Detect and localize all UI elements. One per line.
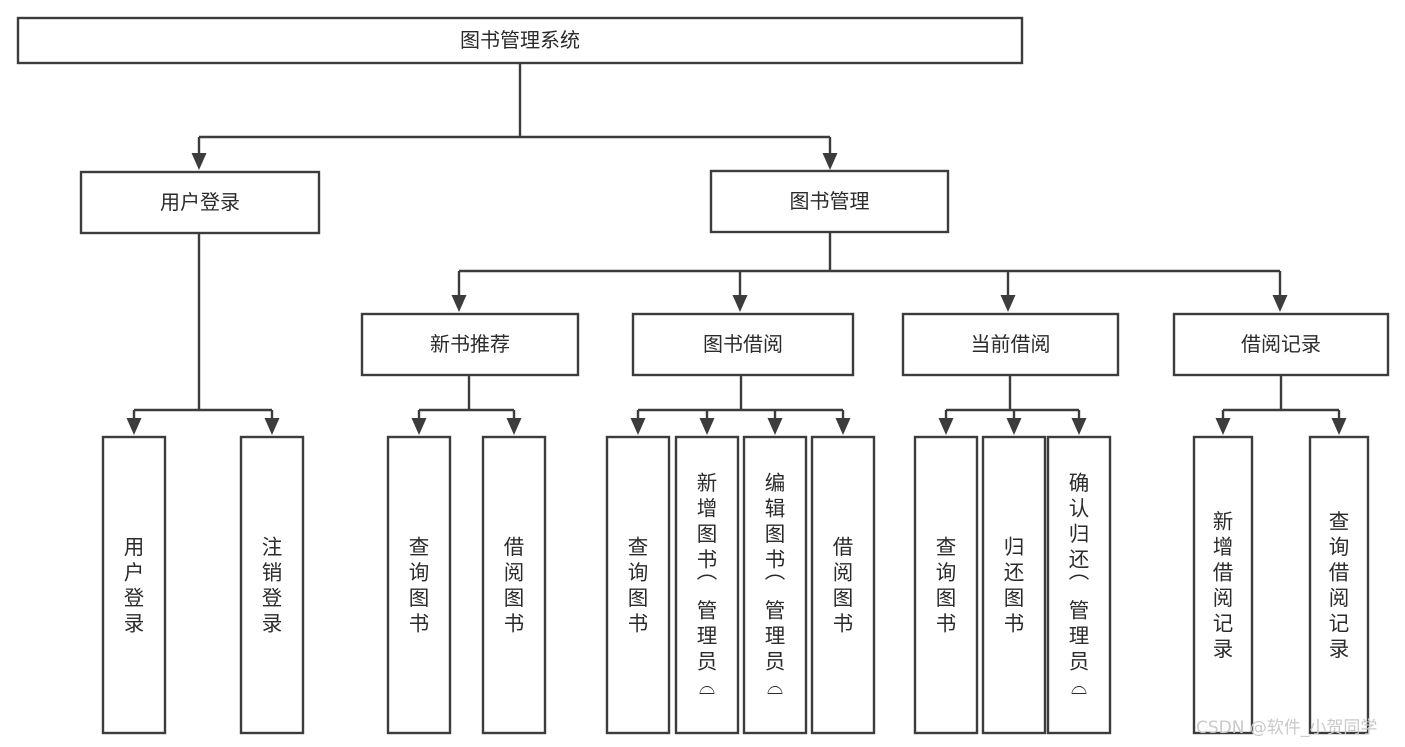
node-leaf-user-login-label: 用户登录 [124, 535, 145, 636]
node-root[interactable]: 图书管理系统 [16, 16, 1024, 65]
node-borrow-record-box[interactable] [1172, 312, 1390, 377]
node-current-borrow[interactable]: 当前借阅 [901, 312, 1120, 377]
node-leaf-confirm-return-box[interactable] [1046, 435, 1112, 735]
node-leaf-add-book[interactable]: 新增图书⌒管理员⌓ [674, 435, 740, 735]
node-root-box[interactable] [16, 16, 1024, 65]
node-current-borrow-box[interactable] [901, 312, 1120, 377]
arrow-bb-to-leaf3 [767, 410, 783, 435]
node-leaf-query-book-rec[interactable]: 查询图书 [386, 435, 452, 735]
node-leaf-borrow-book[interactable]: 借阅图书 [810, 435, 876, 735]
node-leaf-query-record[interactable]: 查询借阅记录 [1308, 435, 1370, 735]
arrow-bm-to-current-borrow [1000, 271, 1016, 312]
arrow-cb-to-leaf2 [1006, 410, 1022, 435]
node-leaf-query-record-label: 查询借阅记录 [1329, 509, 1350, 661]
node-leaf-add-record-box[interactable] [1192, 435, 1254, 735]
node-leaf-return-book-label: 归还图书 [1004, 535, 1025, 636]
node-leaf-query-book-borrow-box[interactable] [605, 435, 671, 735]
arrow-cb-to-leaf3 [1071, 410, 1087, 435]
node-leaf-logout-login[interactable]: 注销登录 [239, 435, 305, 735]
node-new-book-rec-label: 新书推荐 [430, 332, 510, 356]
connector-layer [126, 63, 1347, 435]
arrow-bm-to-new-book-rec [451, 271, 467, 312]
node-leaf-borrow-book-rec-label: 借阅图书 [504, 535, 525, 636]
arrow-cb-to-leaf1 [938, 410, 954, 435]
arrow-bm-to-book-borrow [732, 271, 748, 312]
arrow-root-to-user-login [191, 137, 207, 170]
node-book-borrow-label: 图书借阅 [703, 332, 783, 356]
node-leaf-query-record-box[interactable] [1308, 435, 1370, 735]
node-leaf-user-login[interactable]: 用户登录 [101, 435, 167, 735]
arrow-br-to-leaf2 [1331, 410, 1347, 435]
node-user-login[interactable]: 用户登录 [79, 170, 321, 235]
arrow-root-to-book-manage [822, 137, 838, 170]
node-current-borrow-label: 当前借阅 [971, 332, 1051, 356]
node-borrow-record-label: 借阅记录 [1241, 332, 1321, 356]
node-leaf-add-book-box[interactable] [674, 435, 740, 735]
node-leaf-edit-book-label: 编辑图书⌒管理员⌓ [765, 471, 786, 699]
node-leaf-query-book-borrow[interactable]: 查询图书 [605, 435, 671, 735]
node-leaf-logout-login-box[interactable] [239, 435, 305, 735]
node-book-manage-box[interactable] [709, 169, 950, 234]
node-leaf-add-book-label: 新增图书⌒管理员⌓ [697, 471, 718, 699]
node-new-book-rec[interactable]: 新书推荐 [360, 312, 580, 377]
arrow-ul-to-leaf1 [126, 410, 142, 435]
node-layer: 图书管理系统用户登录图书管理新书推荐图书借阅当前借阅借阅记录用户登录注销登录查询… [16, 16, 1390, 735]
arrow-bb-to-leaf2 [699, 410, 715, 435]
node-leaf-query-book-current-box[interactable] [913, 435, 979, 735]
node-leaf-user-login-box[interactable] [101, 435, 167, 735]
node-book-manage-label: 图书管理 [790, 189, 870, 213]
node-user-login-box[interactable] [79, 170, 321, 235]
node-leaf-query-book-rec-label: 查询图书 [409, 535, 430, 636]
node-book-manage[interactable]: 图书管理 [709, 169, 950, 234]
node-leaf-edit-book-box[interactable] [742, 435, 808, 735]
arrow-br-to-leaf1 [1215, 410, 1231, 435]
node-leaf-query-book-borrow-label: 查询图书 [628, 535, 649, 636]
node-book-borrow[interactable]: 图书借阅 [631, 312, 855, 377]
node-leaf-borrow-book-rec[interactable]: 借阅图书 [481, 435, 547, 735]
node-leaf-return-book[interactable]: 归还图书 [981, 435, 1047, 735]
arrow-ul-to-leaf2 [264, 410, 280, 435]
arrow-bb-to-leaf1 [630, 410, 646, 435]
node-borrow-record[interactable]: 借阅记录 [1172, 312, 1390, 377]
node-leaf-query-book-current-label: 查询图书 [936, 535, 957, 636]
csdn-watermark: CSDN @软件_小贺同学 [1196, 718, 1377, 738]
node-leaf-borrow-book-label: 借阅图书 [833, 535, 854, 636]
node-root-label: 图书管理系统 [460, 28, 580, 52]
node-book-borrow-box[interactable] [631, 312, 855, 377]
node-leaf-query-book-rec-box[interactable] [386, 435, 452, 735]
node-user-login-label: 用户登录 [160, 190, 240, 214]
node-leaf-borrow-book-box[interactable] [810, 435, 876, 735]
node-leaf-confirm-return-label: 确认归还⌒管理员⌓ [1069, 471, 1090, 699]
node-leaf-query-book-current[interactable]: 查询图书 [913, 435, 979, 735]
node-leaf-logout-login-label: 注销登录 [262, 535, 283, 636]
node-leaf-add-record-label: 新增借阅记录 [1213, 509, 1234, 661]
arrow-bm-to-borrow-record [1272, 271, 1288, 312]
arrow-bb-to-leaf4 [835, 410, 851, 435]
node-leaf-edit-book[interactable]: 编辑图书⌒管理员⌓ [742, 435, 808, 735]
arrow-nbr-to-leaf2 [506, 410, 522, 435]
node-leaf-return-book-box[interactable] [981, 435, 1047, 735]
node-new-book-rec-box[interactable] [360, 312, 580, 377]
arrow-nbr-to-leaf1 [411, 410, 427, 435]
node-leaf-add-record[interactable]: 新增借阅记录 [1192, 435, 1254, 735]
node-leaf-confirm-return[interactable]: 确认归还⌒管理员⌓ [1046, 435, 1112, 735]
node-leaf-borrow-book-rec-box[interactable] [481, 435, 547, 735]
